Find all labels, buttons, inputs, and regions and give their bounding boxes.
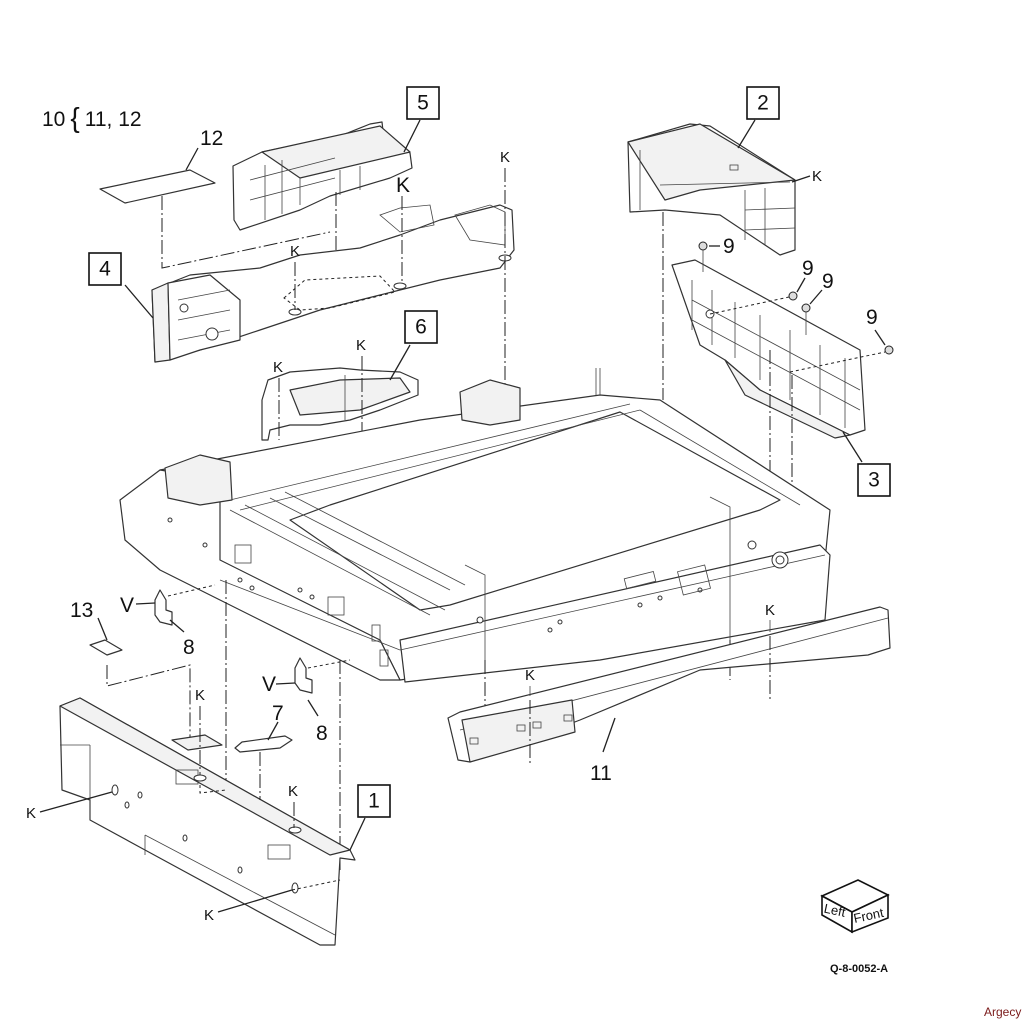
- svg-text:K: K: [356, 337, 366, 354]
- watermark: Argecy: [984, 1005, 1022, 1019]
- svg-text:K: K: [812, 168, 822, 185]
- kit-brace: {: [70, 102, 80, 133]
- main-frame: [119, 368, 831, 683]
- kit-legend: 10 { 11, 12: [42, 102, 142, 134]
- svg-text:K: K: [273, 359, 283, 376]
- fastener-k-center: K: [500, 149, 510, 430]
- part-8-bracket-b: V 8: [262, 657, 351, 745]
- part-12-label: 13: [70, 599, 191, 740]
- callout-3: 3: [868, 469, 880, 492]
- callout-8b: 8: [316, 722, 328, 745]
- fastener-k: K: [290, 243, 300, 260]
- part-6-bracket: 6 K K: [261, 310, 438, 445]
- callout-6: 6: [415, 316, 427, 339]
- screw-9-icon: [788, 291, 798, 301]
- part-8-bracket-a: V 8: [120, 584, 216, 659]
- callout-12: 13: [70, 599, 93, 622]
- callout-11: 12: [200, 127, 223, 150]
- fastener-v: V: [262, 673, 276, 696]
- svg-text:K: K: [204, 907, 214, 924]
- part-11-label-sheet: 12: [99, 127, 331, 269]
- orientation-cube-icon: Left Front: [820, 879, 890, 934]
- callout-5-box: [406, 86, 440, 120]
- callout-7: 7: [272, 702, 284, 725]
- kit-number: 10: [42, 108, 66, 131]
- part-2-cover: 2 K: [627, 86, 822, 400]
- svg-text:K: K: [195, 687, 205, 704]
- orientation-left: Left: [823, 901, 848, 920]
- callout-4: 4: [99, 258, 111, 281]
- svg-text:K: K: [288, 783, 298, 800]
- callout-2: 2: [757, 92, 769, 115]
- fastener-v: V: [120, 594, 134, 617]
- part-7-strip: [234, 735, 293, 753]
- callout-9d: 9: [866, 306, 878, 329]
- svg-text:K: K: [500, 149, 510, 166]
- part-1-front-cover: 7 K K K K 1: [26, 687, 391, 946]
- part-13-rail: K K 11: [447, 602, 891, 785]
- callout-1-box: [357, 784, 391, 818]
- callout-2-box: [746, 86, 780, 120]
- svg-text:K: K: [765, 602, 775, 619]
- screw-9-icon: [801, 303, 811, 313]
- part-4-plate: 4 K K: [88, 174, 515, 363]
- part-3-bracket: 3 9 9 9 9: [671, 235, 894, 500]
- callout-9a: 9: [723, 235, 735, 258]
- callout-3-box: [857, 463, 891, 497]
- callout-6-box: [404, 310, 438, 344]
- callout-4-box: [88, 252, 122, 286]
- svg-text:K: K: [26, 805, 36, 822]
- fastener-k: K: [396, 174, 410, 197]
- svg-text:K: K: [525, 667, 535, 684]
- callout-9c: 9: [822, 270, 834, 293]
- screw-9-icon: [698, 241, 708, 251]
- drawing-code: Q-8-0052-A: [830, 963, 889, 975]
- callout-13: 11: [590, 762, 612, 785]
- orientation-front: Front: [852, 905, 885, 926]
- callout-8a: 8: [183, 636, 195, 659]
- part-5-cover: 5: [232, 86, 440, 295]
- kit-contents: 11, 12: [84, 108, 142, 131]
- screw-9-icon: [884, 345, 894, 355]
- callout-5: 5: [417, 92, 429, 115]
- callout-9b: 9: [802, 257, 814, 280]
- callout-1: 1: [368, 790, 380, 813]
